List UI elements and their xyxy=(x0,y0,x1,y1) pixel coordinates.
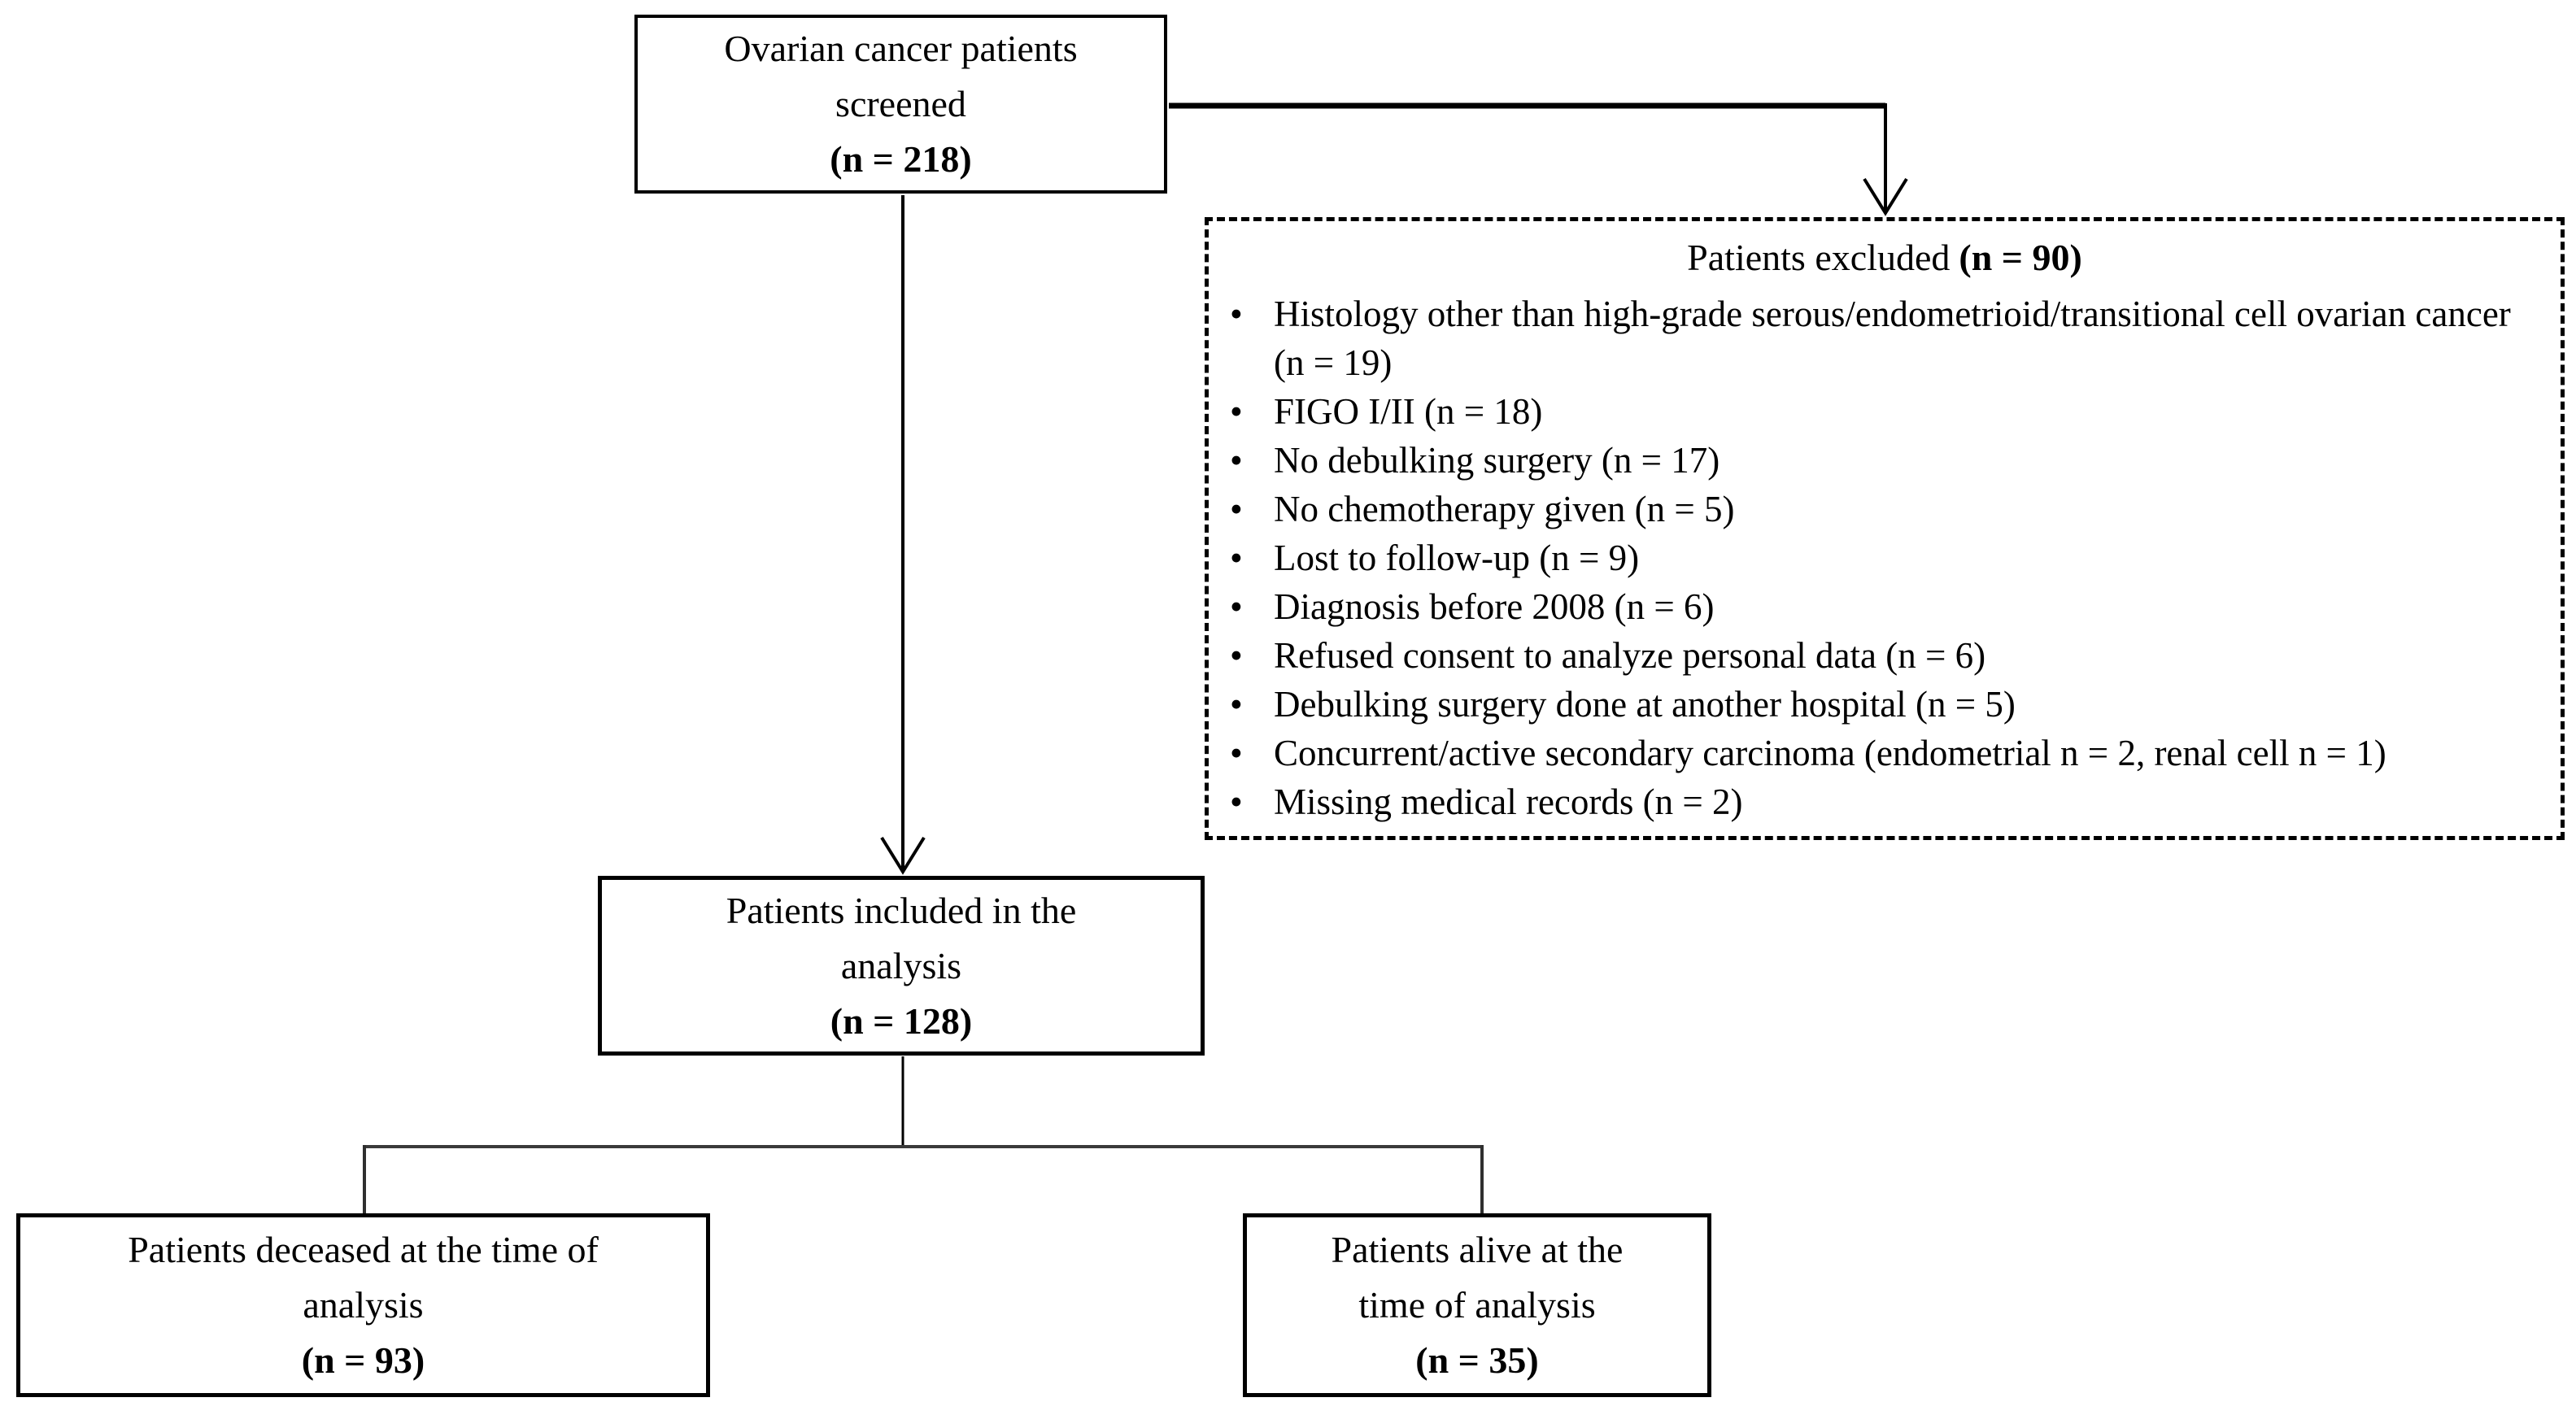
excluded-reason-item: • Refused consent to analyze personal dat… xyxy=(1230,631,2539,680)
screened-n-label: (n = 218) xyxy=(830,138,972,180)
excluded-reason-item: • No debulking surgery (n = 17) xyxy=(1230,436,2539,485)
bullet-icon: • xyxy=(1230,586,1243,627)
excluded-reason-item: • FIGO I/II (n = 18) xyxy=(1230,387,2539,436)
deceased-box: Patients deceased at the time of analysi… xyxy=(16,1213,710,1397)
excluded-reasons-list: • Histology other than high-grade serous/… xyxy=(1230,290,2539,826)
excluded-reason-text: FIGO I/II (n = 18) xyxy=(1274,391,1543,432)
arrowhead-down-excluded-icon xyxy=(1863,177,1908,216)
alive-line-2: time of analysis xyxy=(1358,1284,1596,1326)
excluded-reason-item: • Histology other than high-grade serous/… xyxy=(1230,290,2539,387)
excluded-reason-text: Debulking surgery done at another hospit… xyxy=(1274,684,2016,725)
excluded-reason-text: Histology other than high-grade serous/e… xyxy=(1274,294,2511,383)
excluded-reason-text: No debulking surgery (n = 17) xyxy=(1274,440,1720,481)
excluded-reason-text: Concurrent/active secondary carcinoma (e… xyxy=(1274,733,2386,773)
arrowhead-down-included-icon xyxy=(880,836,926,875)
excluded-title-text: Patients excluded xyxy=(1687,237,1951,278)
excluded-reason-text: Refused consent to analyze personal data… xyxy=(1274,635,1986,676)
excluded-reason-item: • No chemotherapy given (n = 5) xyxy=(1230,485,2539,533)
excluded-reason-item: • Missing medical records (n = 2) xyxy=(1230,777,2539,826)
excluded-reason-item: • Concurrent/active secondary carcinoma (… xyxy=(1230,729,2539,777)
screened-line-2: screened xyxy=(835,83,966,124)
deceased-n-label: (n = 93) xyxy=(301,1339,425,1381)
bullet-icon: • xyxy=(1230,782,1243,822)
excluded-box: Patients excluded(n = 90) • Histology oth… xyxy=(1205,217,2565,840)
screened-box: Ovarian cancer patients screened (n = 21… xyxy=(634,15,1167,194)
bullet-icon: • xyxy=(1230,684,1243,725)
bullet-icon: • xyxy=(1230,440,1243,481)
excluded-reason-item: • Lost to follow-up (n = 9) xyxy=(1230,533,2539,582)
alive-box: Patients alive at the time of analysis (… xyxy=(1243,1213,1711,1397)
alive-line-1: Patients alive at the xyxy=(1331,1229,1624,1270)
excluded-title: Patients excluded(n = 90) xyxy=(1230,231,2539,285)
bullet-icon: • xyxy=(1230,733,1243,773)
excluded-reason-text: Lost to follow-up (n = 9) xyxy=(1274,538,1640,578)
deceased-line-1: Patients deceased at the time of xyxy=(128,1229,599,1270)
bullet-icon: • xyxy=(1230,391,1243,432)
included-line-1: Patients included in the xyxy=(726,889,1077,931)
excluded-reason-text: Diagnosis before 2008 (n = 6) xyxy=(1274,586,1715,627)
excluded-reason-item: • Debulking surgery done at another hospi… xyxy=(1230,680,2539,729)
bullet-icon: • xyxy=(1230,635,1243,676)
excluded-n-label: (n = 90) xyxy=(1959,237,2082,278)
bullet-icon: • xyxy=(1230,538,1243,578)
included-line-2: analysis xyxy=(840,944,962,986)
excluded-reason-text: Missing medical records (n = 2) xyxy=(1274,782,1743,822)
included-box: Patients included in the analysis (n = 1… xyxy=(598,876,1205,1056)
screened-line-1: Ovarian cancer patients xyxy=(724,28,1078,69)
bullet-icon: • xyxy=(1230,489,1243,529)
excluded-reason-item: • Diagnosis before 2008 (n = 6) xyxy=(1230,582,2539,631)
alive-n-label: (n = 35) xyxy=(1415,1339,1539,1381)
included-n-label: (n = 128) xyxy=(830,999,973,1042)
deceased-line-2: analysis xyxy=(303,1284,424,1326)
excluded-reason-text: No chemotherapy given (n = 5) xyxy=(1274,489,1735,529)
bullet-icon: • xyxy=(1230,294,1243,334)
